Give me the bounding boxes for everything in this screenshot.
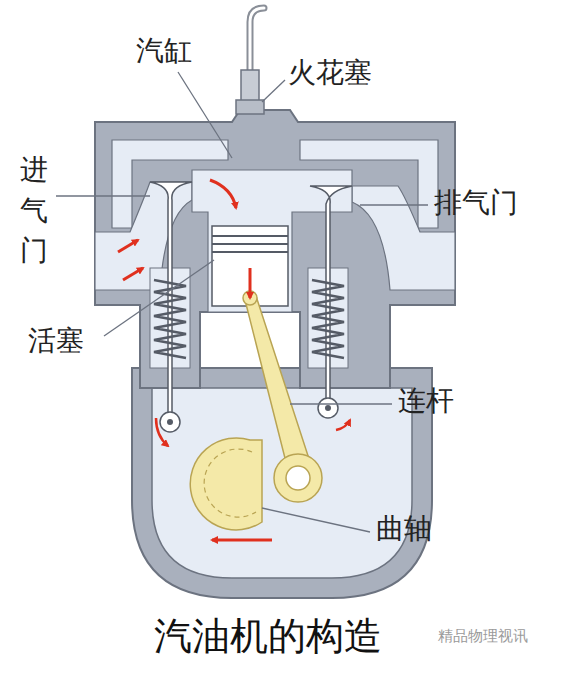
part-label: 排气门 — [434, 188, 518, 219]
part-label: 火花塞 — [288, 58, 372, 89]
part-label: 曲轴 — [376, 514, 432, 545]
part-label: 汽缸 — [136, 36, 192, 67]
part-label: 进气门 — [20, 150, 48, 272]
part-label: 活塞 — [28, 326, 84, 357]
part-label: 连杆 — [398, 386, 454, 417]
watermark: 精品物理视讯 — [438, 628, 528, 645]
caption: 汽油机的构造 — [154, 616, 382, 658]
